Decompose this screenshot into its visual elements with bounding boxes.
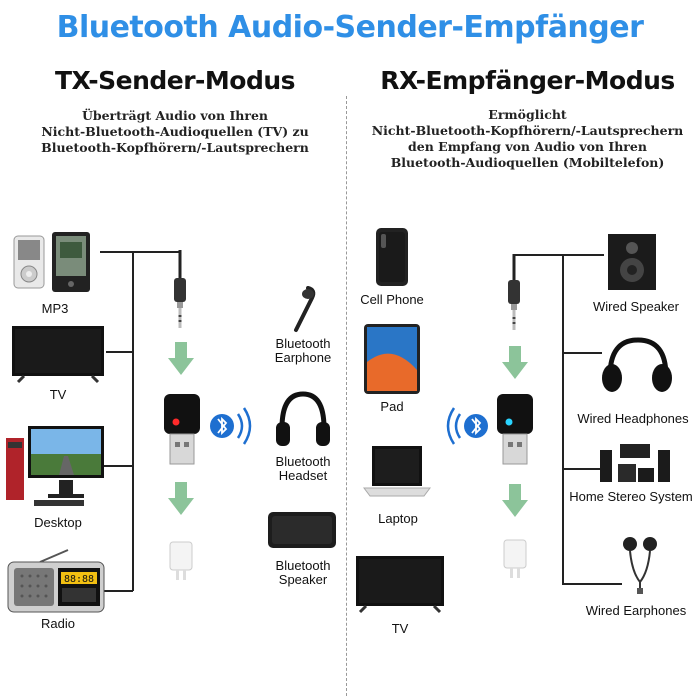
home-stereo-icon bbox=[600, 444, 670, 482]
source-label-laptop: Laptop bbox=[378, 511, 418, 526]
tx-desc-line: Überträgt Audio von Ihren bbox=[81, 108, 269, 123]
bluetooth-signal-icon bbox=[446, 407, 488, 445]
rx-connector-line bbox=[514, 254, 604, 256]
bluetooth-speaker-icon bbox=[268, 512, 336, 548]
down-arrow-icon bbox=[502, 484, 528, 517]
tx-connector-line bbox=[104, 590, 133, 592]
output-label-wired-speaker: Wired Speaker bbox=[593, 299, 679, 314]
source-label-desktop: Desktop bbox=[34, 515, 82, 530]
main-title: Bluetooth Audio-Sender-Empfänger bbox=[56, 10, 644, 45]
power-adapter-icon bbox=[503, 539, 527, 578]
output-label-wired-earphones: Wired Earphones bbox=[585, 603, 687, 618]
rx-heading: RX-Empfänger-Modus bbox=[380, 66, 675, 95]
wired-speaker-icon bbox=[608, 234, 656, 290]
tx-desc-line: Bluetooth-Kopfhörern/-Lautsprechern bbox=[41, 140, 309, 155]
aux-cable-icon bbox=[508, 254, 520, 330]
mp3-player-icon bbox=[13, 232, 90, 292]
output-label-wired-headphones: Wired Headphones bbox=[577, 411, 689, 426]
wired-earphones-icon bbox=[623, 537, 657, 594]
bluetooth-signal-icon bbox=[210, 407, 252, 445]
down-arrow-icon bbox=[168, 482, 194, 515]
rx-description: Ermöglicht Nicht-Bluetooth-Kopfhörern/-L… bbox=[355, 107, 700, 171]
rx-desc-line: Ermöglicht bbox=[488, 107, 567, 122]
bluetooth-dongle-icon bbox=[164, 394, 200, 465]
source-label-cell-phone: Cell Phone bbox=[360, 292, 424, 307]
rx-desc-line: Nicht-Bluetooth-Kopfhörern/-Lautsprecher… bbox=[371, 123, 684, 138]
mode-divider bbox=[346, 96, 347, 696]
output-label-bluetooth-headset: Bluetooth Headset bbox=[275, 454, 331, 483]
bluetooth-dongle-icon bbox=[497, 394, 533, 465]
tx-connector-line bbox=[132, 251, 180, 253]
tx-connector-line bbox=[106, 351, 133, 353]
wired-headphones-icon bbox=[602, 337, 672, 392]
rx-connector-line bbox=[562, 583, 622, 585]
down-arrow-icon bbox=[502, 346, 528, 379]
source-label-tv-rx: TV bbox=[391, 621, 409, 636]
radio-icon: 88:88 bbox=[7, 549, 105, 613]
down-arrow-icon bbox=[168, 342, 194, 375]
cell-phone-icon bbox=[376, 228, 408, 286]
desktop-icon bbox=[6, 426, 104, 506]
bluetooth-earphone-icon bbox=[294, 286, 316, 332]
tx-connector-line bbox=[132, 251, 134, 591]
rx-connector-line bbox=[562, 468, 602, 470]
tablet-icon bbox=[364, 324, 420, 394]
source-label-radio: Radio bbox=[41, 616, 75, 631]
radio-display: 88:88 bbox=[64, 574, 94, 585]
tv-icon bbox=[12, 326, 104, 384]
tx-connector-line bbox=[100, 251, 133, 253]
tx-description: Überträgt Audio von Ihren Nicht-Bluetoot… bbox=[10, 108, 340, 156]
source-label-tv: TV bbox=[49, 387, 67, 402]
tx-heading: TX-Sender-Modus bbox=[54, 66, 296, 95]
rx-desc-line: den Empfang von Audio von Ihren bbox=[408, 139, 647, 154]
source-label-mp3: MP3 bbox=[41, 301, 69, 316]
output-label-bluetooth-earphone: Bluetooth Earphone bbox=[274, 336, 332, 365]
bluetooth-headset-icon bbox=[276, 391, 330, 446]
output-label-home-stereo: Home Stereo System bbox=[569, 489, 693, 504]
source-label-pad: Pad bbox=[380, 399, 404, 414]
laptop-icon bbox=[363, 446, 431, 497]
rx-connector-line bbox=[562, 254, 564, 584]
tv-icon bbox=[356, 556, 444, 614]
tx-connector-line bbox=[104, 465, 133, 467]
rx-desc-line: Bluetooth-Audioquellen (Mobiltelefon) bbox=[390, 155, 665, 170]
aux-cable-icon bbox=[174, 250, 186, 328]
power-adapter-icon bbox=[169, 541, 193, 580]
tx-desc-line: Nicht-Bluetooth-Audioquellen (TV) zu bbox=[41, 124, 309, 139]
output-label-bluetooth-speaker: Bluetooth Speaker bbox=[275, 558, 331, 587]
rx-connector-line bbox=[562, 352, 602, 354]
